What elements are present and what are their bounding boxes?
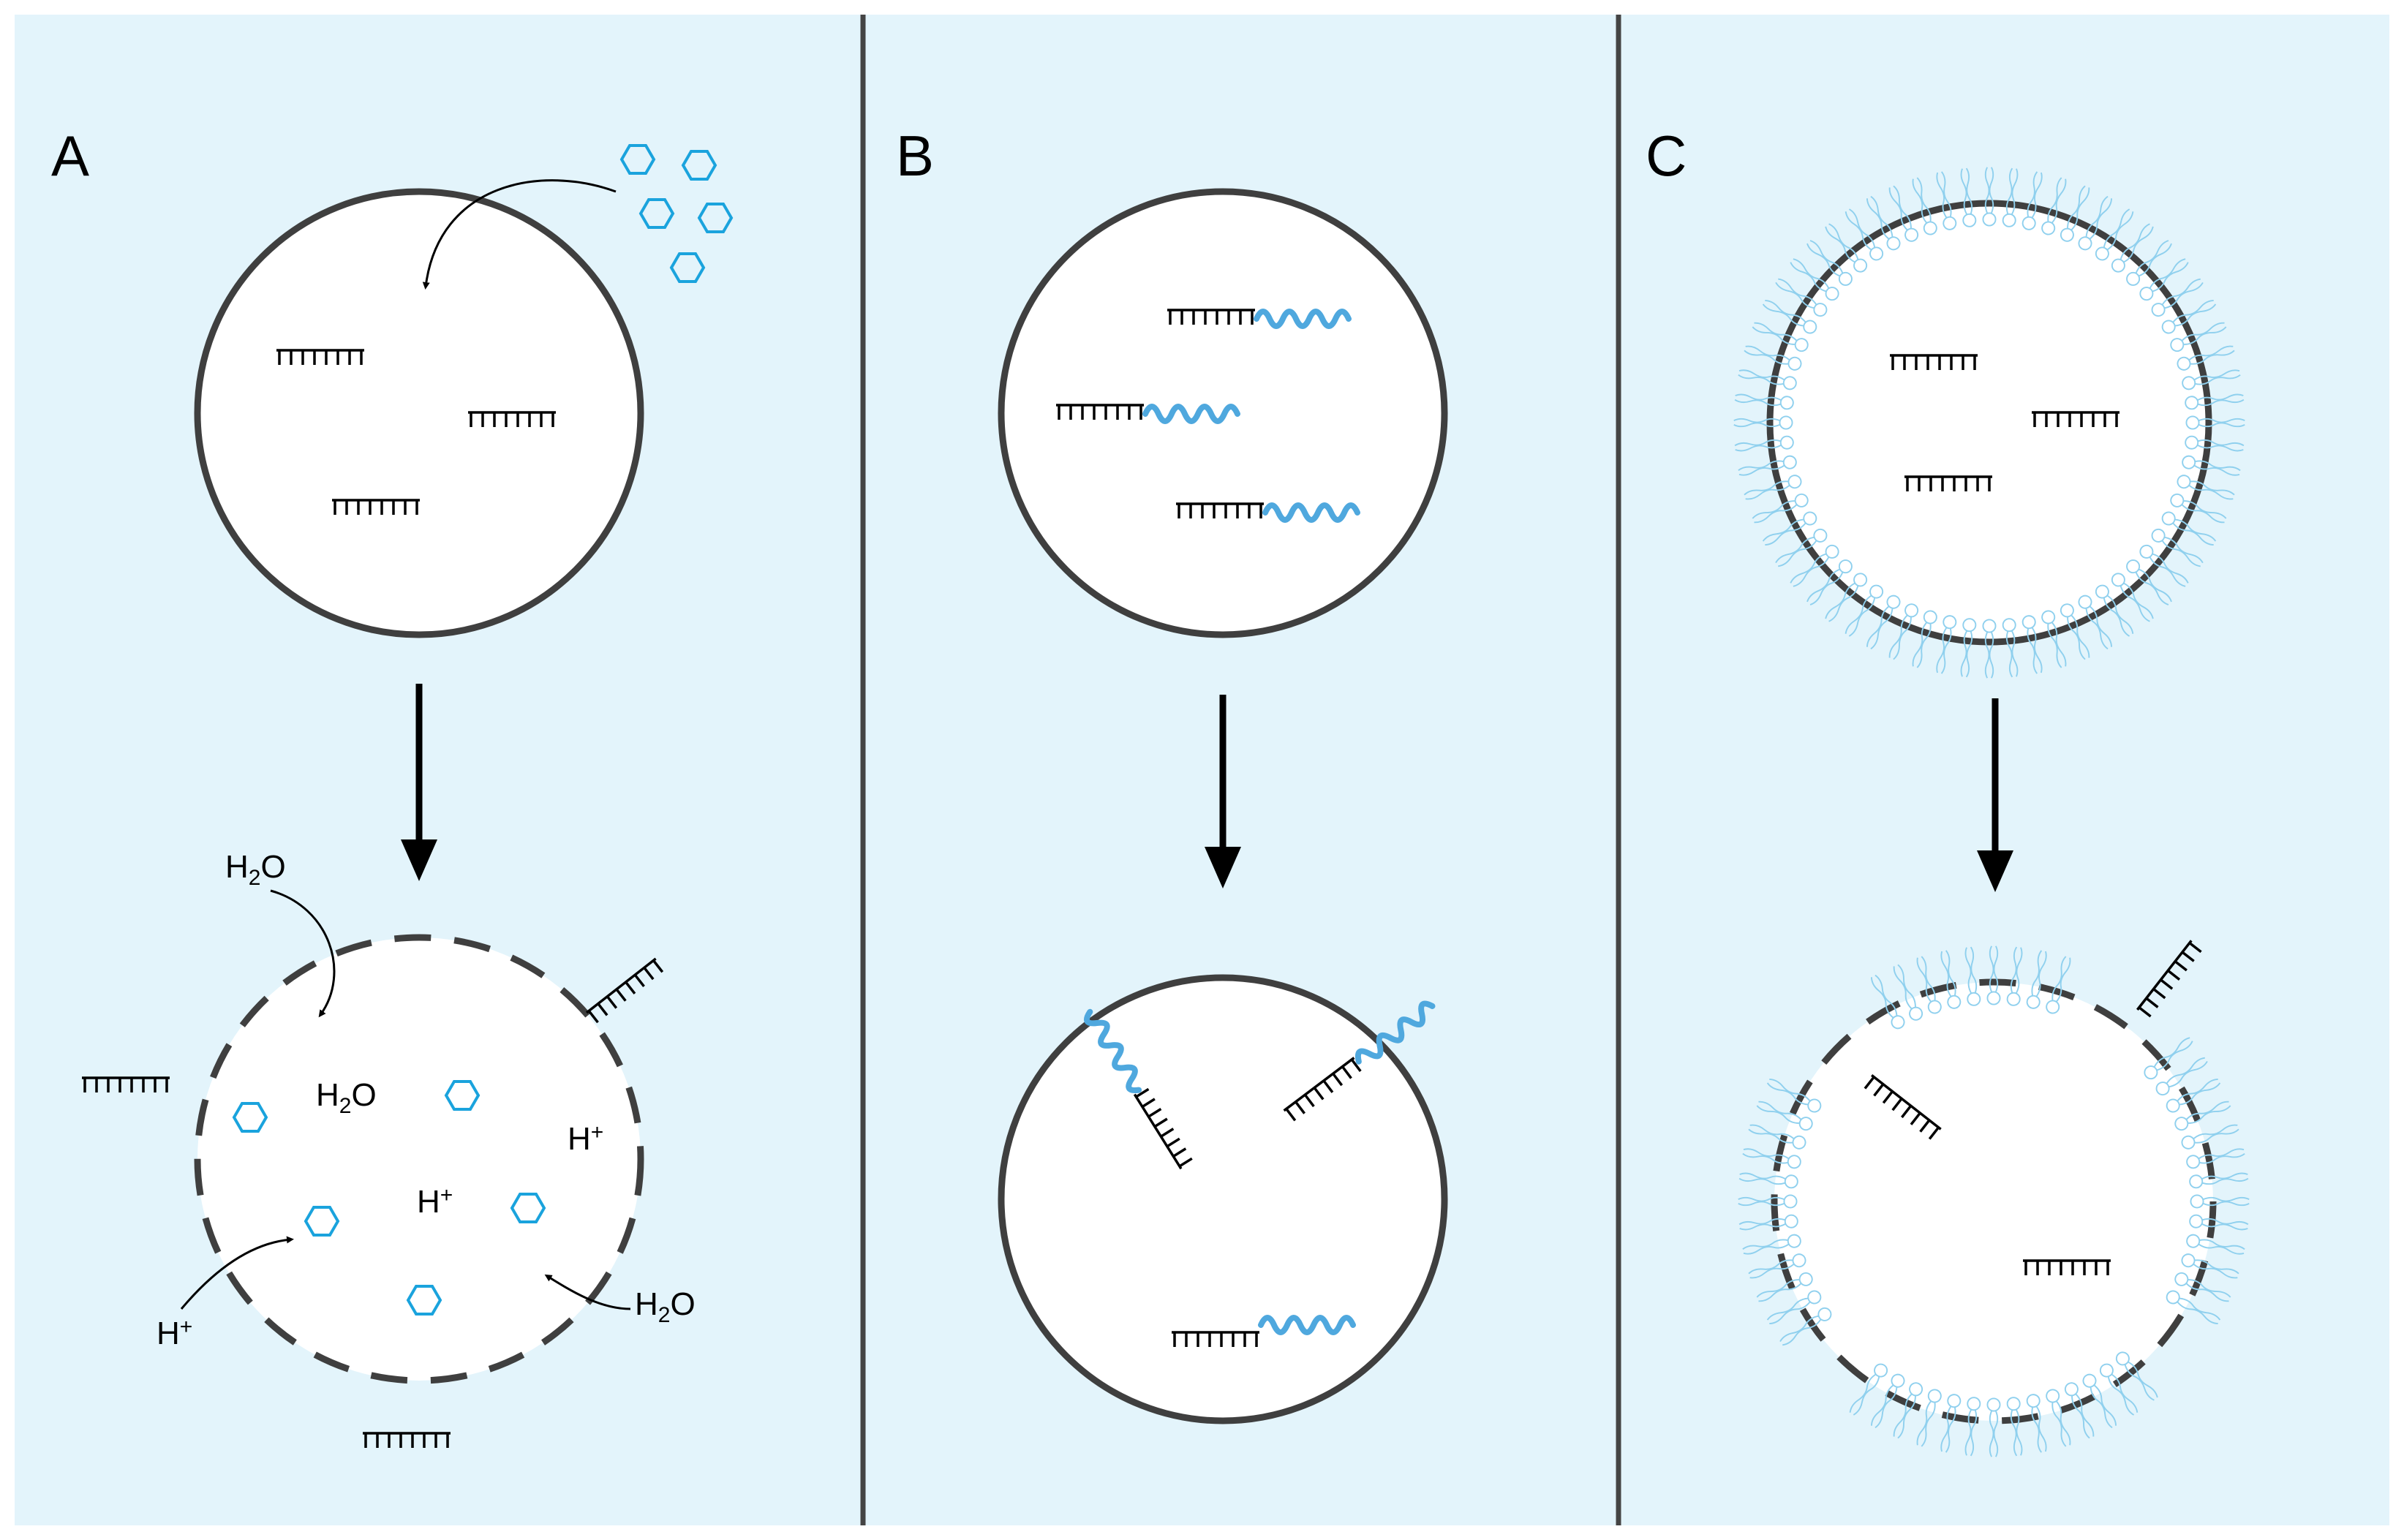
svg-text:H2O: H2O (316, 1077, 377, 1118)
panel-a: H2O H2O H2O H+ H+ H+ (80, 144, 733, 1449)
big-down-arrow-c-head (1977, 850, 2013, 892)
capsule-a-degraded (194, 934, 644, 1384)
panel-label-c: C (1646, 124, 1687, 188)
water-label-top: H2O (225, 849, 286, 890)
svg-text:H2O: H2O (225, 849, 286, 890)
proton-label-outside: H+ (157, 1315, 192, 1351)
svg-text:H2O: H2O (635, 1286, 696, 1327)
proton-label-inside-center: H+ (417, 1183, 453, 1220)
capsule-a-intact (194, 188, 644, 638)
proton-influx-arrow-icon (180, 1236, 294, 1310)
capsule-c-degraded (1771, 978, 2217, 1424)
capsule-c-intact (1766, 200, 2212, 646)
panel-label-a: A (51, 124, 89, 188)
water-label-right: H2O (635, 1286, 696, 1327)
water-label-center: H2O (316, 1077, 377, 1118)
panel-b (998, 188, 1448, 1424)
proton-label-inside-right: H+ (568, 1120, 603, 1157)
panel-c (1733, 166, 2250, 1458)
water-influx-arrow-icon (270, 889, 336, 1018)
influx-arrow-icon (422, 179, 617, 290)
big-down-arrow-b-head (1205, 847, 1241, 888)
panel-label-b: B (896, 124, 934, 188)
big-down-arrow-a-head (401, 839, 437, 881)
capsule-b-degraded (998, 974, 1448, 1424)
water-influx-arrow-icon (544, 1274, 631, 1310)
